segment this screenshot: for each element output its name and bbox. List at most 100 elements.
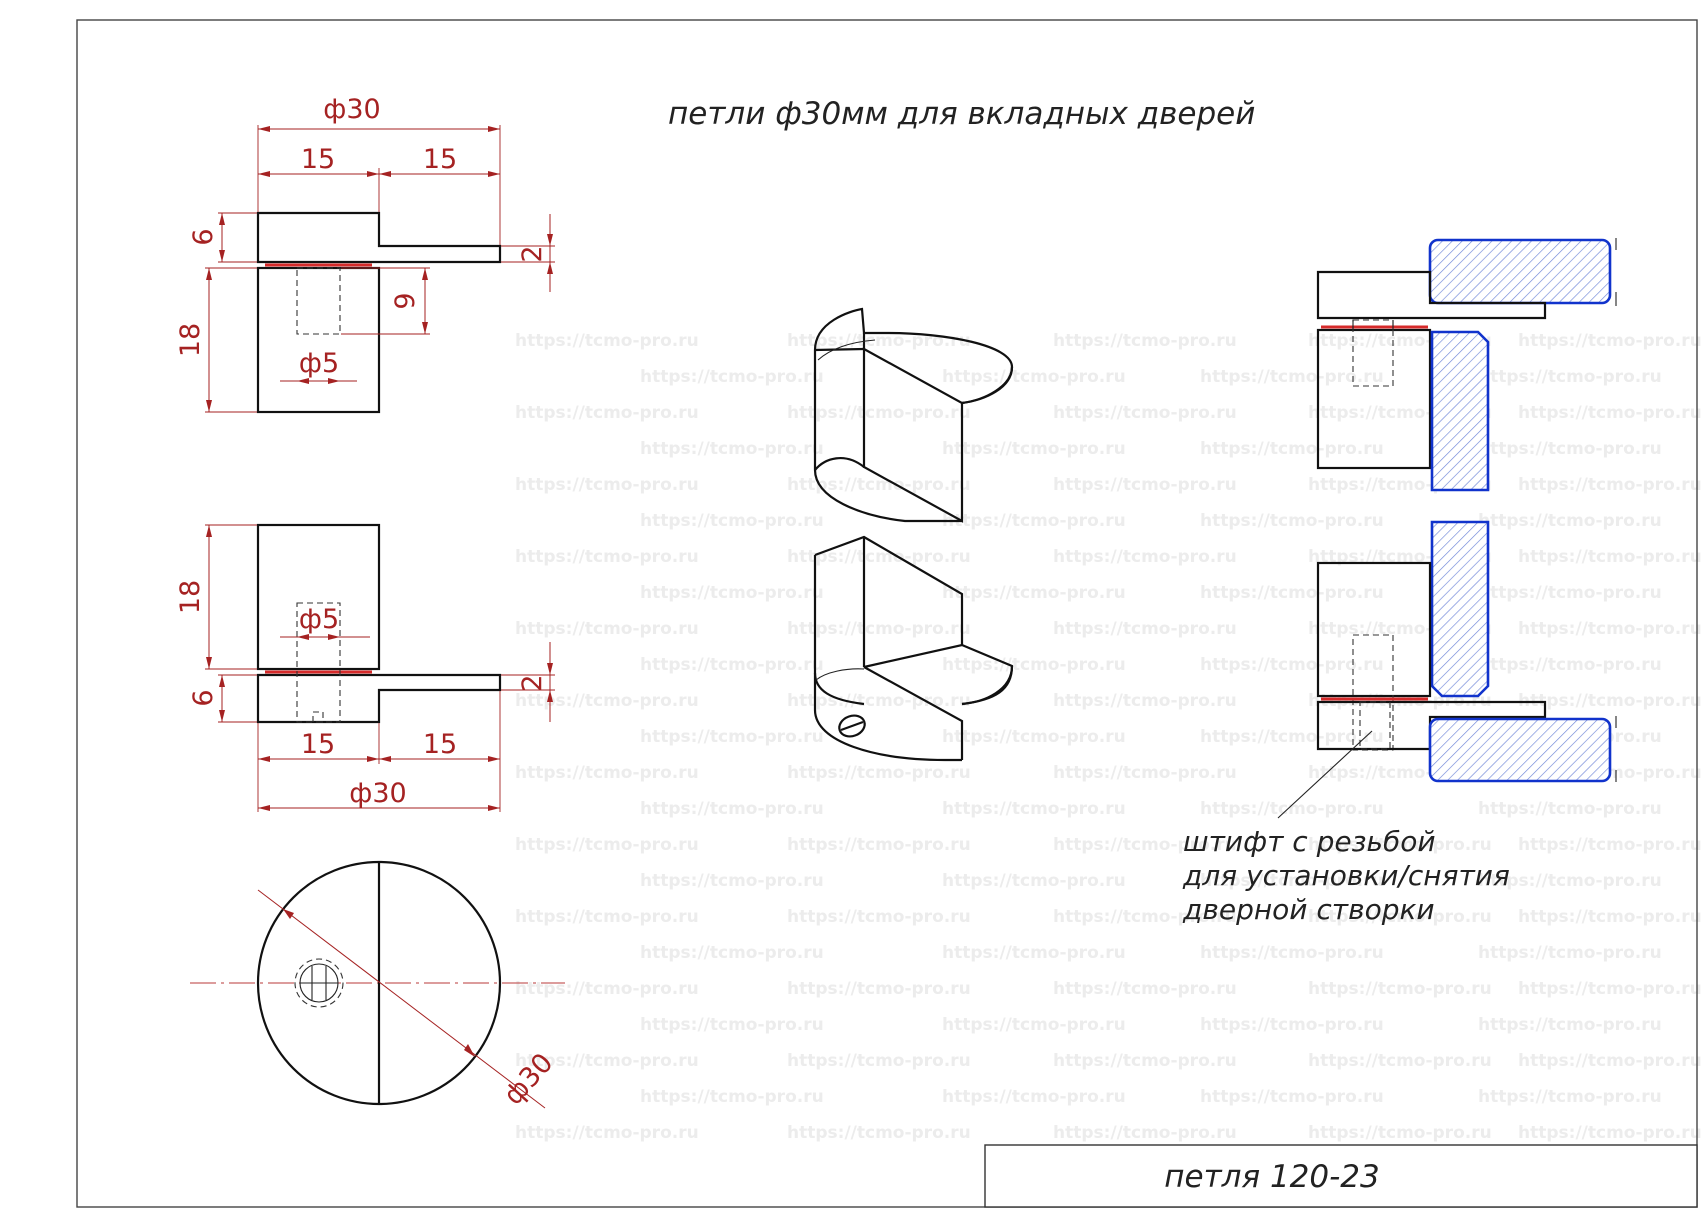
watermark-text: https://tcmo-pro.ru: [1200, 799, 1384, 819]
watermark-text: https://tcmo-pro.ru: [1053, 619, 1237, 639]
watermark-text: https://tcmo-pro.ru: [787, 1051, 971, 1071]
watermark-text: https://tcmo-pro.ru: [942, 511, 1126, 531]
watermark-text: https://tcmo-pro.ru: [640, 871, 824, 891]
watermark-text: https://tcmo-pro.ru: [942, 583, 1126, 603]
dim-top-body-height: 18: [175, 323, 206, 357]
watermark-text: https://tcmo-pro.ru: [942, 727, 1126, 747]
watermark-text: https://tcmo-pro.ru: [515, 907, 699, 927]
watermark-text: https://tcmo-pro.ru: [1308, 907, 1492, 927]
watermark-text: https://tcmo-pro.ru: [1200, 583, 1384, 603]
watermark-text: https://tcmo-pro.ru: [1200, 511, 1384, 531]
watermark-text: https://tcmo-pro.ru: [1478, 943, 1662, 963]
watermark-text: https://tcmo-pro.ru: [787, 1123, 971, 1143]
watermark-layer: https://tcmo-pro.ru https://tcmo-pro.ru ht…: [515, 331, 1702, 1143]
watermark-text: https://tcmo-pro.ru: [942, 1087, 1126, 1107]
watermark-text: https://tcmo-pro.ru: [942, 439, 1126, 459]
dim-top-flange-height: 6: [188, 228, 219, 245]
watermark-text: https://tcmo-pro.ru: [942, 367, 1126, 387]
watermark-text: https://tcmo-pro.ru: [1308, 1051, 1492, 1071]
watermark-text: https://tcmo-pro.ru: [1518, 403, 1702, 423]
watermark-text: https://tcmo-pro.ru: [1200, 727, 1384, 747]
watermark-text: https://tcmo-pro.ru: [787, 331, 971, 351]
dim-bottom-left-half: 15: [301, 729, 335, 760]
watermark-text: https://tcmo-pro.ru: [515, 979, 699, 999]
watermark-text: https://tcmo-pro.ru: [787, 835, 971, 855]
watermark-text: https://tcmo-pro.ru: [787, 475, 971, 495]
watermark-text: https://tcmo-pro.ru: [942, 943, 1126, 963]
watermark-text: https://tcmo-pro.ru: [1200, 1087, 1384, 1107]
watermark-text: https://tcmo-pro.ru: [1478, 583, 1662, 603]
dim-bottom-flange-height: 6: [188, 689, 219, 706]
watermark-text: https://tcmo-pro.ru: [515, 475, 699, 495]
watermark-text: https://tcmo-pro.ru: [1518, 547, 1702, 567]
dim-bottom-hole-diameter: ф5: [299, 604, 339, 635]
watermark-text: https://tcmo-pro.ru: [1200, 439, 1384, 459]
watermark-text: https://tcmo-pro.ru: [1518, 619, 1702, 639]
watermark-text: https://tcmo-pro.ru: [640, 511, 824, 531]
watermark-text: https://tcmo-pro.ru: [1200, 367, 1384, 387]
dim-top-hole-depth: 9: [390, 292, 421, 309]
watermark-text: https://tcmo-pro.ru: [1478, 511, 1662, 531]
watermark-text: https://tcmo-pro.ru: [1518, 475, 1702, 495]
watermark-text: https://tcmo-pro.ru: [1200, 943, 1384, 963]
bottom-side-view: 18 ф5 6 2 15 15 ф30: [175, 523, 555, 812]
drawing-title: петли ф30мм для вкладных дверей: [668, 96, 1255, 132]
watermark-text: https://tcmo-pro.ru: [1053, 403, 1237, 423]
watermark-text: https://tcmo-pro.ru: [640, 367, 824, 387]
watermark-text: https://tcmo-pro.ru: [942, 871, 1126, 891]
top-side-view: ф30 15 15 6 18 2 9: [175, 94, 555, 414]
watermark-text: https://tcmo-pro.ru: [787, 763, 971, 783]
dim-bottom-body-height: 18: [175, 580, 206, 614]
watermark-text: https://tcmo-pro.ru: [1053, 691, 1237, 711]
watermark-text: https://tcmo-pro.ru: [1308, 979, 1492, 999]
watermark-text: https://tcmo-pro.ru: [1518, 331, 1702, 351]
watermark-text: https://tcmo-pro.ru: [1053, 1123, 1237, 1143]
note-line-3: дверной створки: [1182, 893, 1435, 926]
sheet-frame: [76, 19, 1698, 1208]
dim-bottom-overall: ф30: [349, 778, 406, 809]
watermark-text: https://tcmo-pro.ru: [640, 727, 824, 747]
watermark-text: https://tcmo-pro.ru: [1053, 835, 1237, 855]
watermark-text: https://tcmo-pro.ru: [942, 799, 1126, 819]
watermark-text: https://tcmo-pro.ru: [942, 1015, 1126, 1035]
watermark-text: https://tcmo-pro.ru: [1478, 439, 1662, 459]
watermark-text: https://tcmo-pro.ru: [1200, 1015, 1384, 1035]
watermark-text: https://tcmo-pro.ru: [1518, 835, 1702, 855]
iso-upper-hinge-part: [813, 307, 1014, 523]
dim-bottom-right-half: 15: [423, 729, 457, 760]
watermark-text: https://tcmo-pro.ru: [515, 1123, 699, 1143]
watermark-text: https://tcmo-pro.ru: [942, 655, 1126, 675]
watermark-text: https://tcmo-pro.ru: [787, 979, 971, 999]
watermark-text: https://tcmo-pro.ru: [640, 1015, 824, 1035]
watermark-text: https://tcmo-pro.ru: [1478, 367, 1662, 387]
plan-view: ф30: [190, 860, 565, 1111]
watermark-text: https://tcmo-pro.ru: [1200, 655, 1384, 675]
dim-top-overall: ф30: [323, 94, 380, 125]
dim-top-right-half: 15: [423, 144, 457, 175]
watermark-text: https://tcmo-pro.ru: [1053, 331, 1237, 351]
watermark-text: https://tcmo-pro.ru: [515, 403, 699, 423]
dim-bottom-plate-thickness: 2: [517, 674, 548, 691]
watermark-text: https://tcmo-pro.ru: [515, 835, 699, 855]
watermark-text: https://tcmo-pro.ru: [1518, 1123, 1702, 1143]
dim-top-plate-thickness: 2: [517, 245, 548, 262]
watermark-text: https://tcmo-pro.ru: [1518, 979, 1702, 999]
watermark-text: https://tcmo-pro.ru: [1053, 763, 1237, 783]
assembly-section: [1277, 238, 1617, 819]
watermark-text: https://tcmo-pro.ru: [1478, 655, 1662, 675]
watermark-text: https://tcmo-pro.ru: [1053, 547, 1237, 567]
watermark-text: https://tcmo-pro.ru: [640, 439, 824, 459]
watermark-text: https://tcmo-pro.ru: [640, 943, 824, 963]
watermark-text: https://tcmo-pro.ru: [1518, 1051, 1702, 1071]
watermark-text: https://tcmo-pro.ru: [640, 583, 824, 603]
iso-lower-hinge-part: [813, 535, 1014, 762]
note-leader-line: [1277, 730, 1373, 819]
watermark-text: https://tcmo-pro.ru: [1308, 835, 1492, 855]
watermark-text: https://tcmo-pro.ru: [1478, 799, 1662, 819]
watermark-text: https://tcmo-pro.ru: [515, 619, 699, 639]
watermark-text: https://tcmo-pro.ru: [640, 799, 824, 819]
watermark-text: https://tcmo-pro.ru: [1478, 1015, 1662, 1035]
watermark-text: https://tcmo-pro.ru: [515, 763, 699, 783]
watermark-text: https://tcmo-pro.ru: [1518, 691, 1702, 711]
